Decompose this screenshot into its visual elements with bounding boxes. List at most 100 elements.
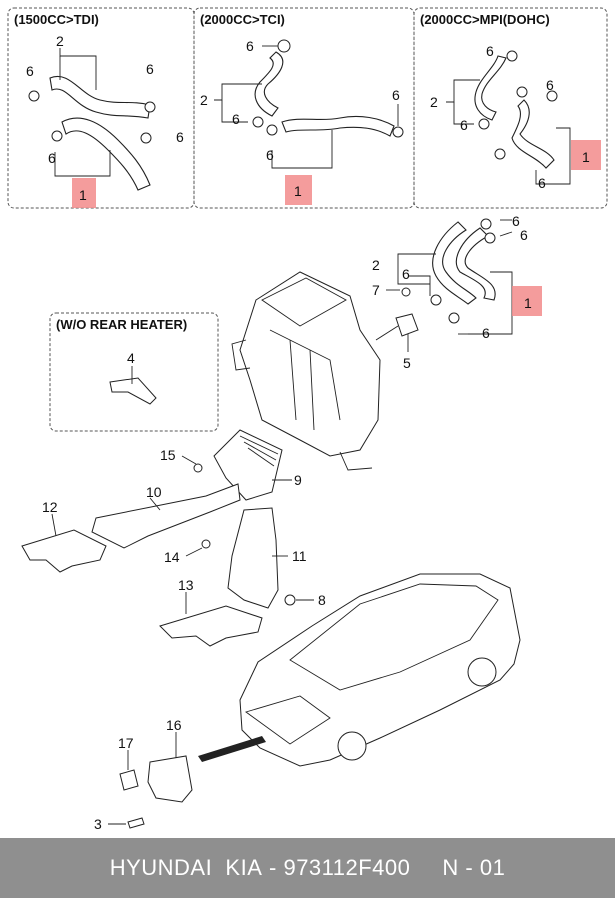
- clamp: [277, 39, 291, 53]
- label-3: 3: [94, 816, 102, 832]
- label-15: 15: [160, 447, 176, 463]
- water-valve: [395, 313, 419, 337]
- leader: [446, 79, 480, 103]
- location-pointer: [198, 736, 266, 762]
- clamp: [266, 124, 278, 136]
- label-2: 2: [200, 92, 208, 108]
- clamp: [480, 218, 492, 230]
- heater-ribs: [269, 329, 341, 431]
- hose-upper: [254, 51, 284, 117]
- label-10: 10: [146, 484, 162, 500]
- hose-lower: [511, 99, 555, 169]
- clamp: [140, 132, 152, 144]
- car-windows: [289, 583, 499, 691]
- car-wheel-front: [337, 731, 367, 761]
- highlight-box: [512, 286, 542, 316]
- label-6: 6: [546, 77, 554, 93]
- floor-vent-right: [159, 605, 263, 647]
- label-6: 6: [538, 175, 546, 191]
- label-6: 6: [392, 87, 400, 103]
- hose-upper: [49, 75, 151, 119]
- label-2: 2: [372, 257, 380, 273]
- label-11: 11: [292, 548, 307, 564]
- clamp: [430, 294, 442, 306]
- leader: [499, 231, 513, 237]
- label-7: 7: [372, 282, 380, 298]
- label-6: 6: [232, 111, 240, 127]
- heater-unit: [239, 271, 381, 457]
- leader: [149, 497, 161, 511]
- leader: [468, 271, 513, 335]
- rear-duct-right: [227, 507, 279, 609]
- leader: [271, 130, 333, 169]
- leader: [214, 83, 262, 101]
- hose-lower: [61, 117, 151, 191]
- heater-side-duct: [231, 339, 251, 371]
- valve-pipe: [375, 325, 399, 341]
- label-6: 6: [486, 43, 494, 59]
- label-2: 2: [56, 33, 64, 49]
- heater-hose-1: [432, 221, 477, 305]
- panel-tci-title: (2000CC>TCI): [200, 12, 285, 27]
- clamp: [51, 130, 63, 142]
- nut: [284, 594, 296, 606]
- label-6: 6: [512, 213, 520, 229]
- footer-separator: -: [262, 855, 284, 880]
- clamp: [506, 50, 518, 62]
- footer-page: N - 01: [442, 855, 506, 880]
- screw: [127, 817, 145, 829]
- heater-top-face: [261, 277, 347, 327]
- label-16: 16: [166, 717, 182, 733]
- label-1: 1: [79, 187, 87, 203]
- label-14: 14: [164, 549, 180, 565]
- panel-tci: (2000CC>TCI) 6 2 6 6 6 1: [193, 7, 415, 209]
- label-6: 6: [520, 227, 528, 243]
- leader: [51, 513, 57, 537]
- cover-plate: [109, 377, 157, 405]
- panel-tdi: (1500CC>TDI) 2 6 6 6 6 1: [7, 7, 195, 209]
- leader: [185, 547, 203, 557]
- clamp: [28, 90, 40, 102]
- label-6: 6: [48, 150, 56, 166]
- leader: [221, 100, 248, 123]
- connector: [119, 769, 139, 791]
- label-1: 1: [582, 149, 590, 165]
- screw: [193, 463, 203, 473]
- clamp: [516, 86, 528, 98]
- screw: [201, 539, 211, 549]
- label-6: 6: [460, 117, 468, 133]
- label-6: 6: [146, 61, 154, 77]
- footer-brand: HYUNDAI KIA: [109, 855, 263, 880]
- label-6: 6: [482, 325, 490, 341]
- label-9: 9: [294, 472, 302, 488]
- leader: [397, 264, 430, 285]
- rear-duct-left: [91, 483, 241, 549]
- label-6: 6: [246, 38, 254, 54]
- label-13: 13: [178, 577, 194, 593]
- clamp: [448, 312, 460, 324]
- heater-assembly: 6 6 2 6 7 1 6 5: [231, 213, 542, 471]
- highlight-box: [571, 140, 601, 170]
- label-6: 6: [266, 147, 274, 163]
- clamp: [144, 101, 156, 113]
- highlight-box: [285, 175, 312, 205]
- clamp: [392, 126, 404, 138]
- label-4: 4: [127, 350, 135, 366]
- label-6: 6: [402, 266, 410, 282]
- leader: [408, 275, 431, 296]
- highlight-box: [72, 178, 96, 208]
- clamp: [478, 118, 490, 130]
- clamp: [252, 116, 264, 128]
- panel-no-rear-frame: [49, 312, 219, 432]
- label-6: 6: [176, 129, 184, 145]
- label-1: 1: [294, 183, 302, 199]
- parts-diagram: (1500CC>TDI) 2 6 6 6 6 1 (2000CC>TCI) 6: [7, 7, 608, 832]
- duct-assembly: 9 15 10 12 14 11 8 13: [21, 429, 326, 647]
- hose-lower: [281, 115, 395, 137]
- actuator-assembly: 16 17 3: [94, 717, 193, 832]
- label-2: 2: [430, 94, 438, 110]
- clamp: [546, 90, 558, 102]
- panel-mpi: (2000CC>MPI(DOHC) 6 6 2 6 6 1: [413, 7, 608, 209]
- leader: [54, 150, 111, 177]
- panel-no-rear-heater: (W/O REAR HEATER) 4: [49, 312, 219, 432]
